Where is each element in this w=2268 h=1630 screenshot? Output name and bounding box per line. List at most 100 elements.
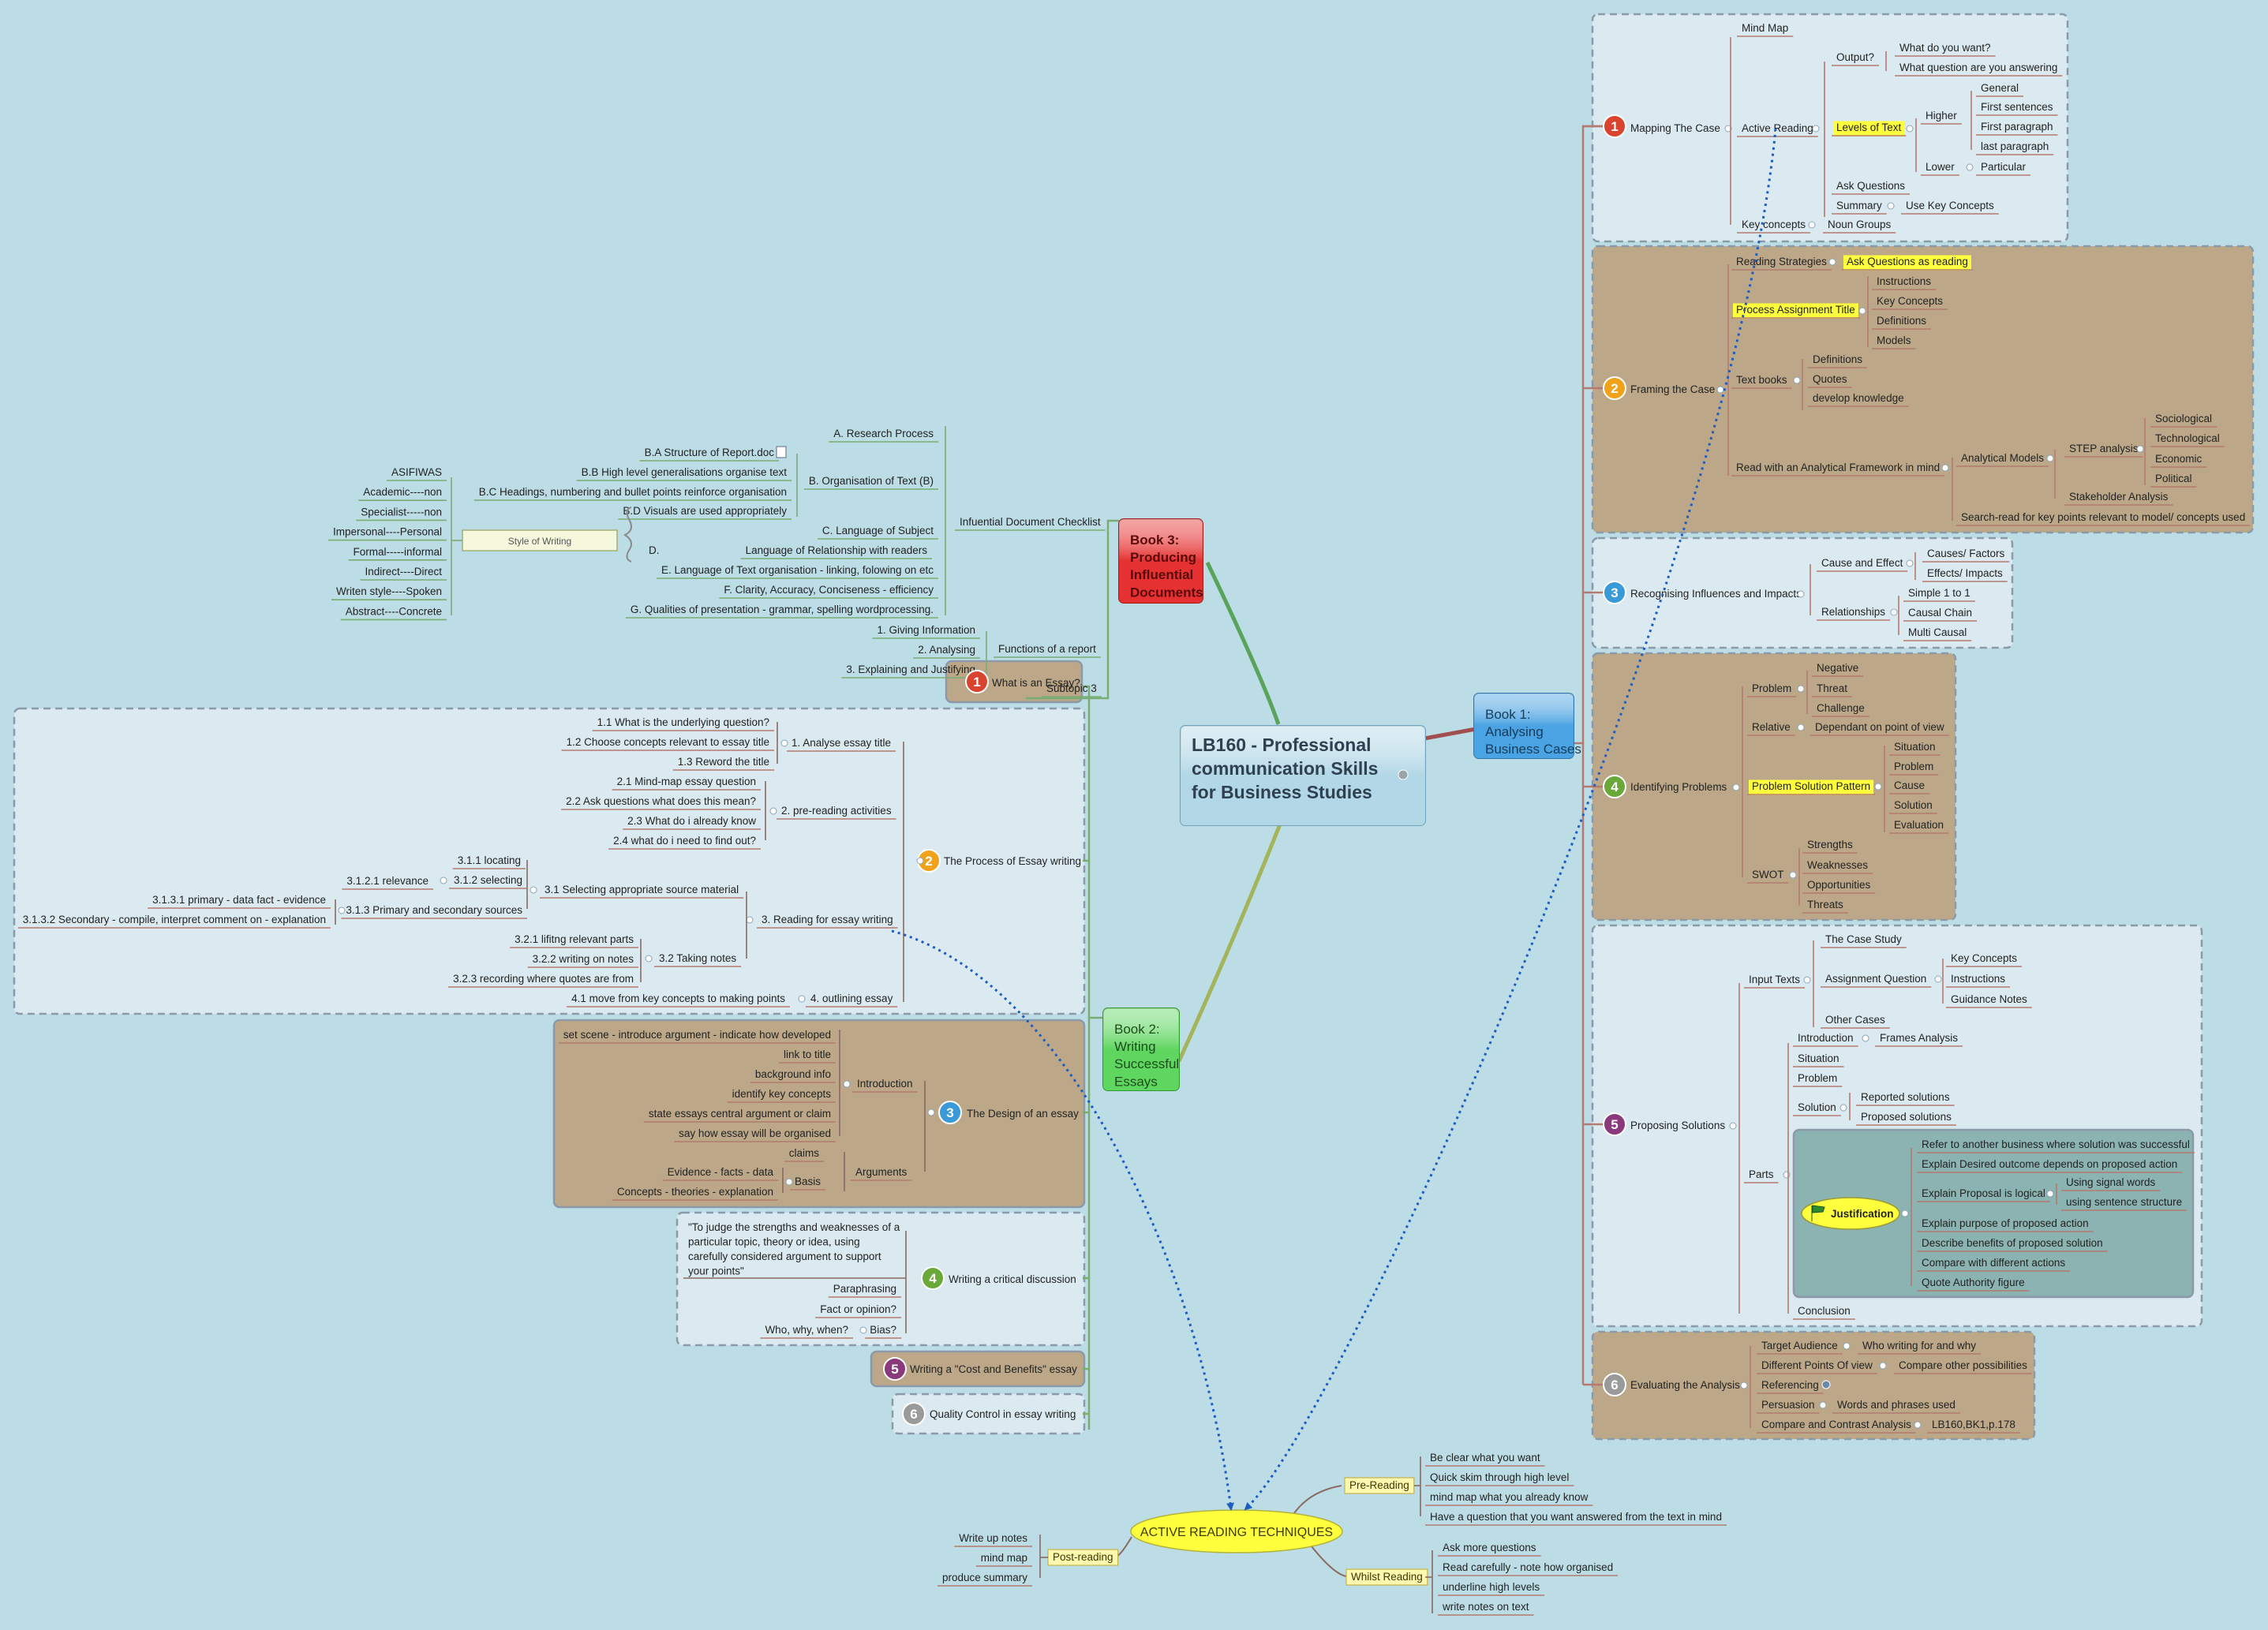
node-parts[interactable]: Parts [1744,1168,1779,1183]
node-words-and-phrases-used[interactable]: Words and phrases used [1832,1399,1960,1414]
node-situation[interactable]: Situation [1889,741,1941,756]
node-last-paragraph[interactable]: last paragraph [1976,140,2054,155]
collapse-dot[interactable] [785,1178,793,1186]
collapse-dot[interactable] [338,907,346,914]
node-refer-to-another-business-where-solution[interactable]: Refer to another business where solution… [1917,1138,2195,1153]
node-indirect-direct[interactable]: Indirect----Direct [360,566,447,581]
node-causal-chain[interactable]: Causal Chain [1903,607,1978,622]
node-the-design-of-an-essay[interactable]: The Design of an essay [967,1108,1079,1120]
collapse-dot[interactable] [1740,1381,1748,1389]
node-the-process-of-essay-writing[interactable]: The Process of Essay writing [944,855,1081,867]
node-background-info[interactable]: background info [750,1068,836,1083]
node-noun-groups[interactable]: Noun Groups [1823,219,1896,234]
node-explain-purpose-of-proposed-action[interactable]: Explain purpose of proposed action [1917,1217,2094,1232]
node-mind-map[interactable]: Mind Map [1737,22,1794,37]
node-lb160-bk1-p-178[interactable]: LB160,BK1,p.178 [1927,1419,2020,1434]
node-2-3-what-do-i-already-know[interactable]: 2.3 What do i already know [623,815,761,830]
node-introduction[interactable]: Introduction [852,1078,918,1093]
collapse-dot[interactable] [440,877,447,884]
node-claims[interactable]: claims [784,1147,824,1162]
node-ask-more-questions[interactable]: Ask more questions [1438,1542,1541,1557]
node-fact-or-opinion[interactable]: Fact or opinion? [815,1303,901,1318]
node-target-audience[interactable]: Target Audience [1757,1340,1843,1355]
node-mapping-the-case[interactable]: Mapping The Case [1630,122,1720,134]
node-3-1-2-1-relevance[interactable]: 3.1.2.1 relevance [342,875,433,890]
node-c-language-of-subject[interactable]: C. Language of Subject [817,525,938,540]
node-quick-skim-through-high-level[interactable]: Quick skim through high level [1425,1471,1574,1486]
node-2-analysing[interactable]: 2. Analysing [913,644,980,659]
collapse-dot[interactable] [1914,1421,1922,1429]
node-quotes[interactable]: Quotes [1808,373,1852,388]
node-relationships[interactable]: Relationships [1817,606,1891,621]
node-using-sentence-structure[interactable]: using sentence structure [2061,1196,2188,1211]
node-particular[interactable]: Particular [1976,161,2031,176]
node-who-writing-for-and-why[interactable]: Who writing for and why [1858,1340,1982,1355]
node-evaluating-the-analysis[interactable]: Evaluating the Analysis [1630,1379,1740,1391]
collapse-dot[interactable] [780,739,788,747]
node-explain-desired-outcome-depends-on-propo[interactable]: Explain Desired outcome depends on propo… [1917,1158,2183,1173]
node-what-is-an-essay[interactable]: What is an Essay? [992,677,1080,689]
collapse-dot[interactable] [1724,125,1732,133]
node-dependant-on-point-of-view[interactable]: Dependant on point of view [1810,721,1949,736]
node-strengths[interactable]: Strengths [1802,839,1858,854]
collapse-dot[interactable] [843,1080,851,1088]
node-compare-other-possibilities[interactable]: Compare other possibilities [1894,1359,2032,1374]
node-f-clarity-accuracy-conciseness-efficienc[interactable]: F. Clarity, Accuracy, Conciseness - effi… [719,584,938,599]
node-writing-a-cost-and-benefits-essay[interactable]: Writing a "Cost and Benefits" essay [910,1363,1077,1375]
node-different-points-of-view[interactable]: Different Points Of view [1757,1359,1877,1374]
collapse-dot[interactable] [1797,590,1805,598]
node-opportunities[interactable]: Opportunities [1802,879,1876,894]
node-3-1-3-1-primary-data-fact-evidence[interactable]: 3.1.3.1 primary - data fact - evidence [148,894,331,909]
post-reading-label[interactable]: Post-reading [1047,1549,1119,1566]
node-2-2-ask-questions-what-does-this-mean[interactable]: 2.2 Ask questions what does this mean? [561,795,761,810]
collapse-dot[interactable] [1716,386,1724,394]
node-3-2-2-writing-on-notes[interactable]: 3.2.2 writing on notes [527,953,638,968]
node-1-giving-information[interactable]: 1. Giving Information [872,624,980,639]
node-instructions[interactable]: Instructions [1946,973,2011,988]
collapse-dot[interactable] [1858,307,1866,315]
node-have-a-question-that-you-want-answered-f[interactable]: Have a question that you want answered f… [1425,1511,1727,1526]
node-persuasion[interactable]: Persuasion [1757,1399,1820,1414]
pre-reading-label[interactable]: Pre-Reading [1344,1477,1415,1494]
node-2-pre-reading-activities[interactable]: 2. pre-reading activities [777,805,896,820]
collapse-dot[interactable] [530,886,537,894]
collapse-dot[interactable] [1797,685,1805,693]
node-solution[interactable]: Solution [1889,799,1937,814]
node-write-up-notes[interactable]: Write up notes [954,1532,1032,1547]
collapse-dot[interactable] [1732,783,1740,791]
node-sociological[interactable]: Sociological [2150,413,2217,428]
node-b-b-high-level-generalisations-organise-[interactable]: B.B High level generalisations organise … [576,466,792,481]
node-writing-a-critical-discussion[interactable]: Writing a critical discussion [949,1273,1076,1285]
node-be-clear-what-you-want[interactable]: Be clear what you want [1425,1452,1545,1467]
node-produce-summary[interactable]: produce summary [937,1572,1032,1587]
node-1-1-what-is-the-underlying-question[interactable]: 1.1 What is the underlying question? [592,716,774,731]
node-b-c-headings-numbering-and-bullet-points[interactable]: B.C Headings, numbering and bullet point… [473,486,792,501]
collapse-dot[interactable] [1803,976,1811,984]
collapse-dot[interactable] [1839,1104,1847,1112]
collapse-dot[interactable] [1890,608,1898,616]
node-abstract-concrete[interactable]: Abstract----Concrete [340,605,447,621]
node-state-essays-central-argument-or-claim[interactable]: state essays central argument or claim [643,1108,836,1123]
node-academic-non[interactable]: Academic----non [358,486,447,502]
node-situation[interactable]: Situation [1793,1052,1844,1067]
collapse-dot[interactable] [1966,163,1974,171]
relationship-arrow-active-reading[interactable] [1244,128,1777,1511]
node-framing-the-case[interactable]: Framing the Case [1630,383,1715,395]
node-general[interactable]: General [1976,82,2024,97]
node-set-scene-introduce-argument-indicate-ho[interactable]: set scene - introduce argument - indicat… [558,1029,836,1044]
node-active-reading[interactable]: Active Reading [1737,122,1818,137]
node-impersonal-personal[interactable]: Impersonal----Personal [327,526,447,541]
node-definitions[interactable]: Definitions [1808,353,1868,368]
collapse-dot[interactable] [2046,454,2054,462]
node-first-paragraph[interactable]: First paragraph [1976,121,2058,136]
node-describe-benefits-of-proposed-solution[interactable]: Describe benefits of proposed solution [1917,1237,2108,1252]
collapse-dot[interactable] [1843,1342,1851,1350]
node-bias[interactable]: Bias? [865,1324,901,1339]
node-threat[interactable]: Threat [1812,682,1853,697]
node-concepts-theories-explanation[interactable]: Concepts - theories - explanation [612,1186,778,1201]
node-arguments[interactable]: Arguments [851,1166,912,1181]
node-text-books[interactable]: Text books [1731,374,1792,389]
